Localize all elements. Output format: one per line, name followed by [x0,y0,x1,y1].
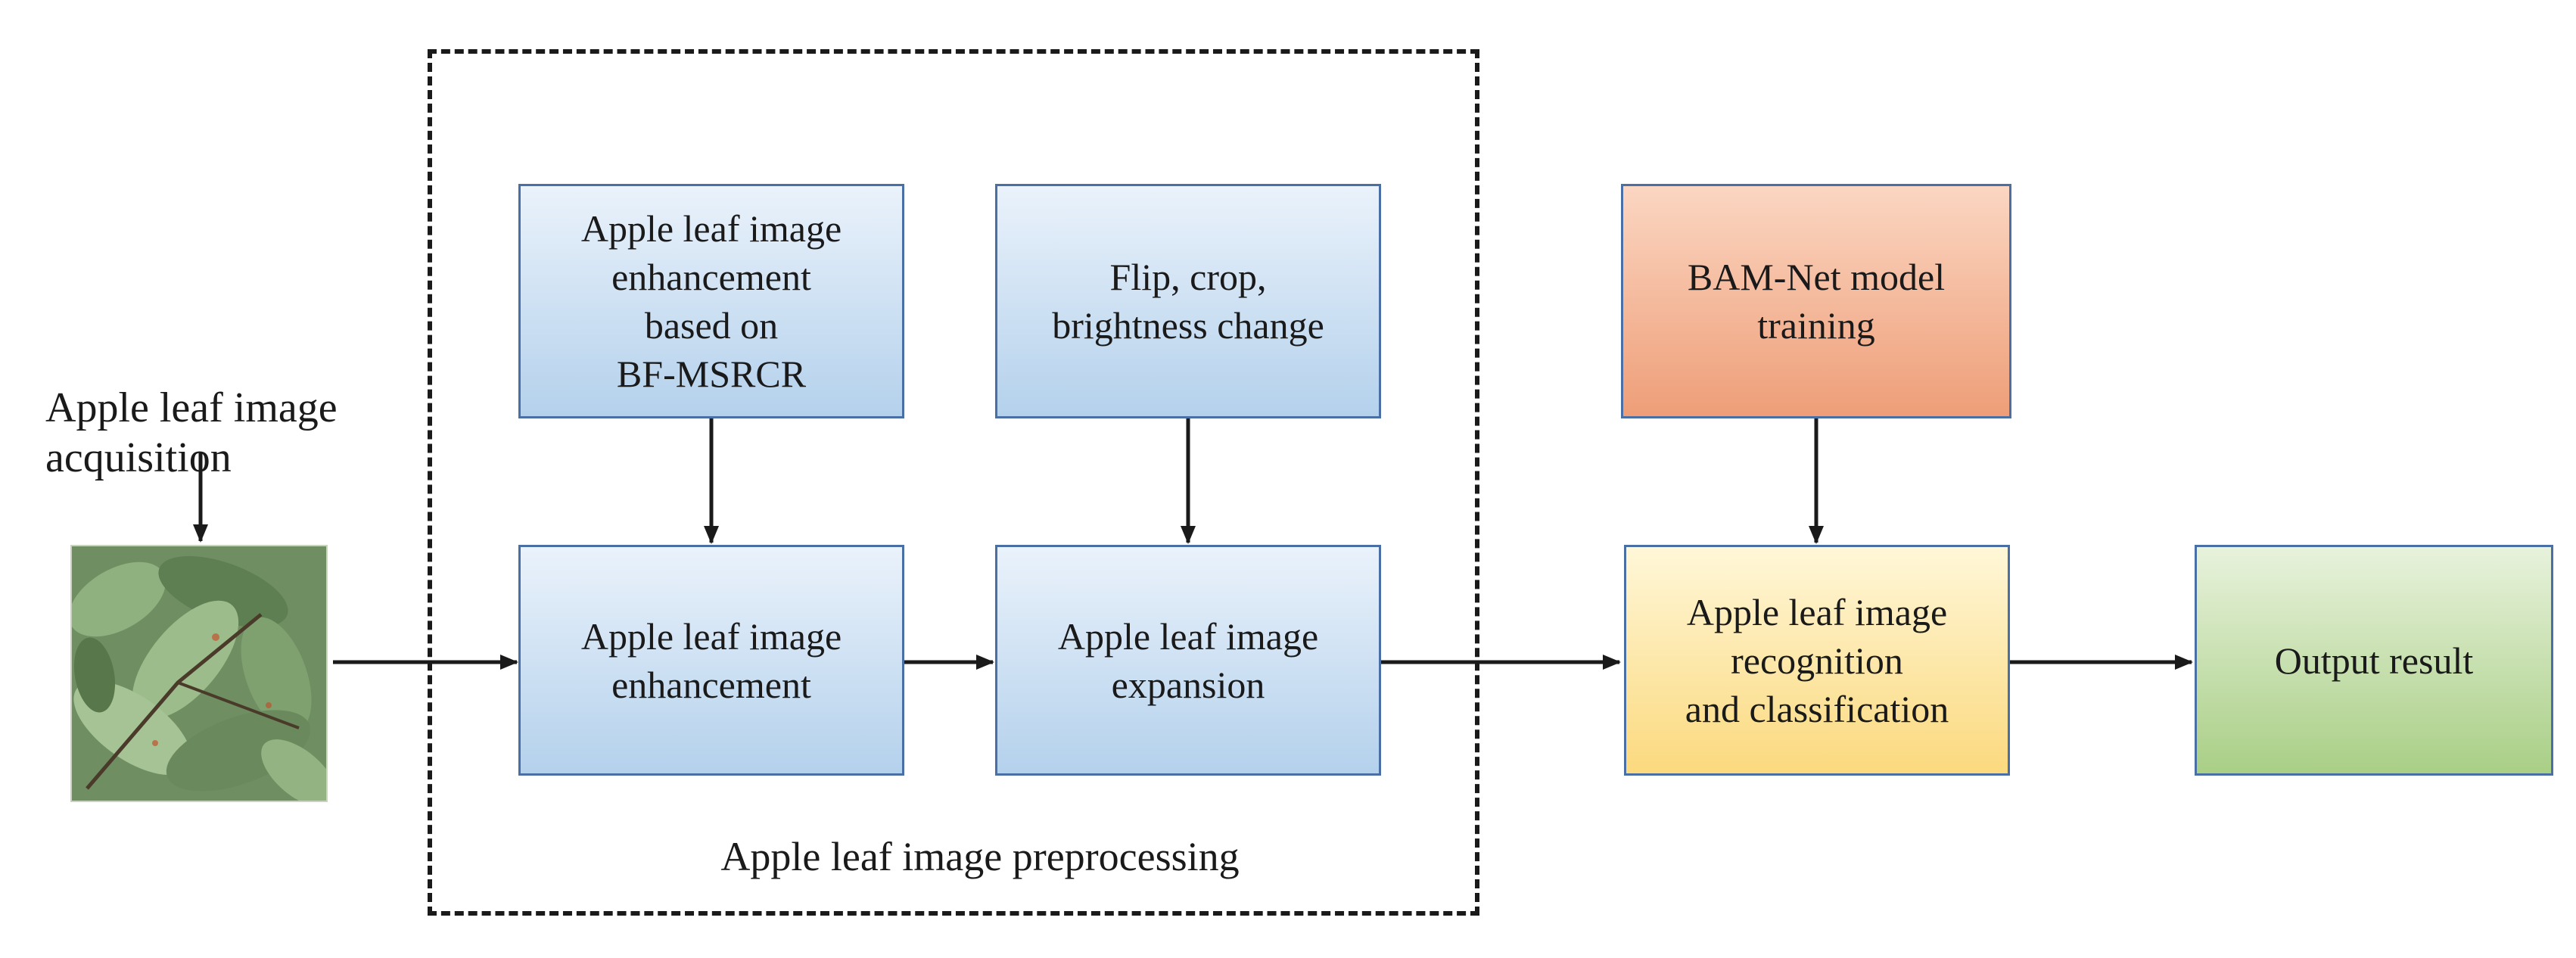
bf-msrcr-enhancement-box: Apple leaf image enhancement based on BF… [518,184,904,418]
image-enhancement-text: Apple leaf image enhancement [580,614,842,706]
preprocessing-caption-text: Apple leaf image preprocessing [720,834,1240,879]
leaf-photo-illustration [72,546,326,801]
leaf-photo [70,545,328,802]
image-expansion-text: Apple leaf image expansion [1057,614,1319,706]
bam-net-training-box: BAM-Net model training [1621,184,2011,418]
preprocessing-group-frame [428,49,1479,916]
image-enhancement-box: Apple leaf image enhancement [518,545,904,776]
augmentation-box: Flip, crop, brightness change [995,184,1381,418]
bf-msrcr-enhancement-text: Apple leaf image enhancement based on BF… [580,207,842,395]
acquisition-label: Apple leaf image acquisition [45,333,401,483]
output-result-box: Output result [2195,545,2553,776]
recognition-classification-box: Apple leaf image recognition and classif… [1624,545,2010,776]
output-result-text: Output result [2274,639,2474,682]
bam-net-training-text: BAM-Net model training [1687,256,1946,347]
image-expansion-box: Apple leaf image expansion [995,545,1381,776]
recognition-classification-text: Apple leaf image recognition and classif… [1685,590,1949,730]
preprocessing-caption: Apple leaf image preprocessing [530,832,1430,881]
acquisition-label-text: Apple leaf image acquisition [45,384,338,481]
augmentation-text: Flip, crop, brightness change [1052,256,1324,347]
